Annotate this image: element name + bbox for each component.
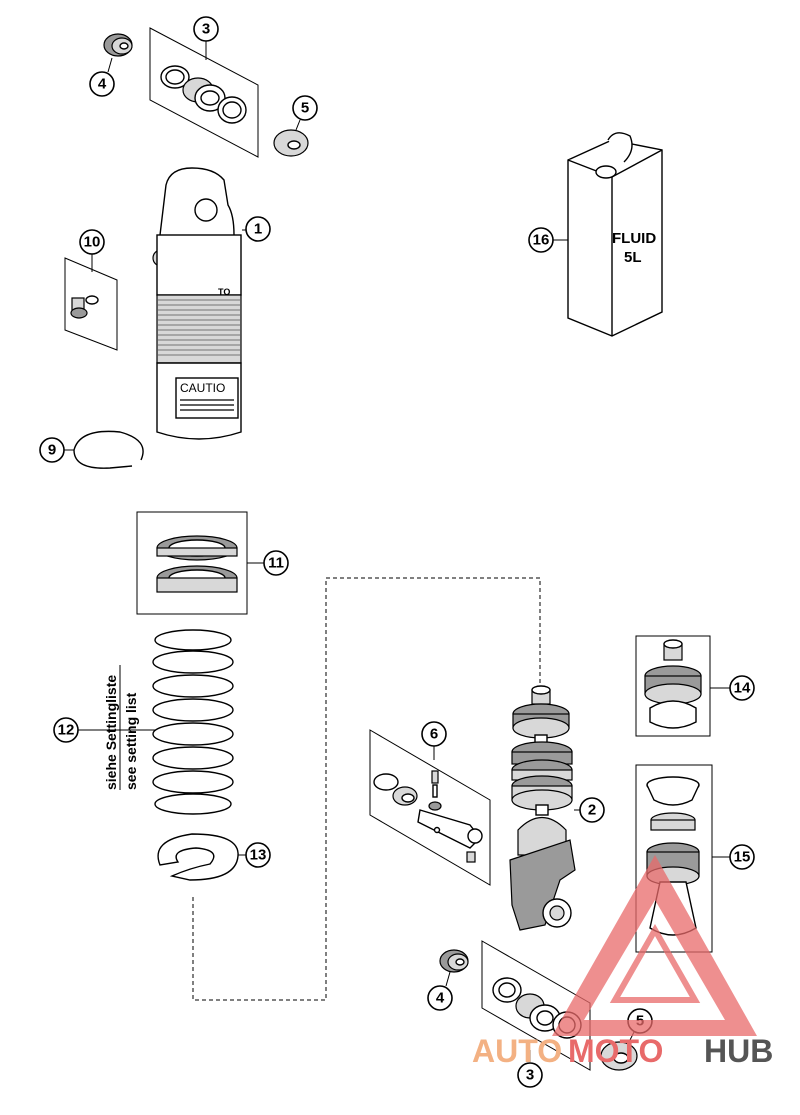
seal-kit-top xyxy=(149,27,259,158)
svg-text:FLUID: FLUID xyxy=(612,230,656,247)
svg-text:16: 16 xyxy=(533,232,550,249)
callout-1: 1 xyxy=(245,216,271,242)
svg-text:15: 15 xyxy=(734,849,751,866)
callout-4-top: 4 xyxy=(89,71,115,97)
spring-note-en: see setting list xyxy=(123,692,139,790)
bushing-bottom-right xyxy=(600,1041,638,1071)
bushing-bottom-left xyxy=(439,949,469,973)
callout-9: 9 xyxy=(39,437,65,463)
svg-text:10: 10 xyxy=(84,234,101,251)
callout-14: 14 xyxy=(729,675,755,701)
valve-kit xyxy=(369,729,491,886)
callout-5-top: 5 xyxy=(292,95,318,121)
damper-shaft-assembly xyxy=(509,685,576,931)
svg-text:TO: TO xyxy=(218,287,230,297)
callout-16: 16 xyxy=(528,227,554,253)
callout-3-bottom: 3 xyxy=(517,1062,543,1088)
svg-text:AUTO: AUTO xyxy=(472,1033,562,1069)
bleed-screw-kit xyxy=(64,257,118,351)
svg-text:5: 5 xyxy=(301,100,309,117)
svg-text:3: 3 xyxy=(202,21,210,38)
spring-plate xyxy=(157,833,239,881)
watermark-logo: AUTO MOTO HUB xyxy=(472,855,773,1069)
shock-absorber-body: TO CAUTIO xyxy=(152,167,242,440)
callout-3-top: 3 xyxy=(193,16,219,42)
svg-text:4: 4 xyxy=(98,76,107,93)
svg-text:1: 1 xyxy=(254,221,262,238)
spring-retainer-kit xyxy=(136,511,248,615)
callout-12: 12 xyxy=(53,717,79,743)
callout-15: 15 xyxy=(729,844,755,870)
svg-text:11: 11 xyxy=(268,555,284,572)
svg-text:4: 4 xyxy=(436,990,445,1007)
circlip xyxy=(73,430,144,469)
compression-adjuster-kit xyxy=(635,635,711,737)
svg-text:5L: 5L xyxy=(624,249,642,266)
callout-6: 6 xyxy=(421,721,447,747)
watermark-triangle xyxy=(552,855,757,1036)
callout-2: 2 xyxy=(579,797,605,823)
svg-text:9: 9 xyxy=(48,442,56,459)
bushing-top-left xyxy=(103,33,133,57)
svg-text:CAUTIO: CAUTIO xyxy=(180,381,225,395)
callout-13: 13 xyxy=(245,842,271,868)
callout-11: 11 xyxy=(263,550,289,576)
svg-text:6: 6 xyxy=(430,726,438,743)
callout-4-bottom: 4 xyxy=(427,985,453,1011)
svg-text:14: 14 xyxy=(734,680,751,697)
spring-note-de: siehe Settingliste xyxy=(103,675,119,790)
connection-dashed-line xyxy=(192,577,541,1001)
callout-10: 10 xyxy=(79,229,105,255)
svg-text:HUB: HUB xyxy=(704,1033,773,1069)
fluid-can: FLUID 5L xyxy=(567,132,663,337)
svg-text:MOTO: MOTO xyxy=(568,1033,663,1069)
svg-text:3: 3 xyxy=(526,1067,534,1084)
shock-spring xyxy=(152,629,234,815)
svg-text:13: 13 xyxy=(250,847,267,864)
bushing-top-right xyxy=(273,129,309,157)
svg-text:2: 2 xyxy=(588,802,596,819)
svg-text:12: 12 xyxy=(58,722,75,739)
